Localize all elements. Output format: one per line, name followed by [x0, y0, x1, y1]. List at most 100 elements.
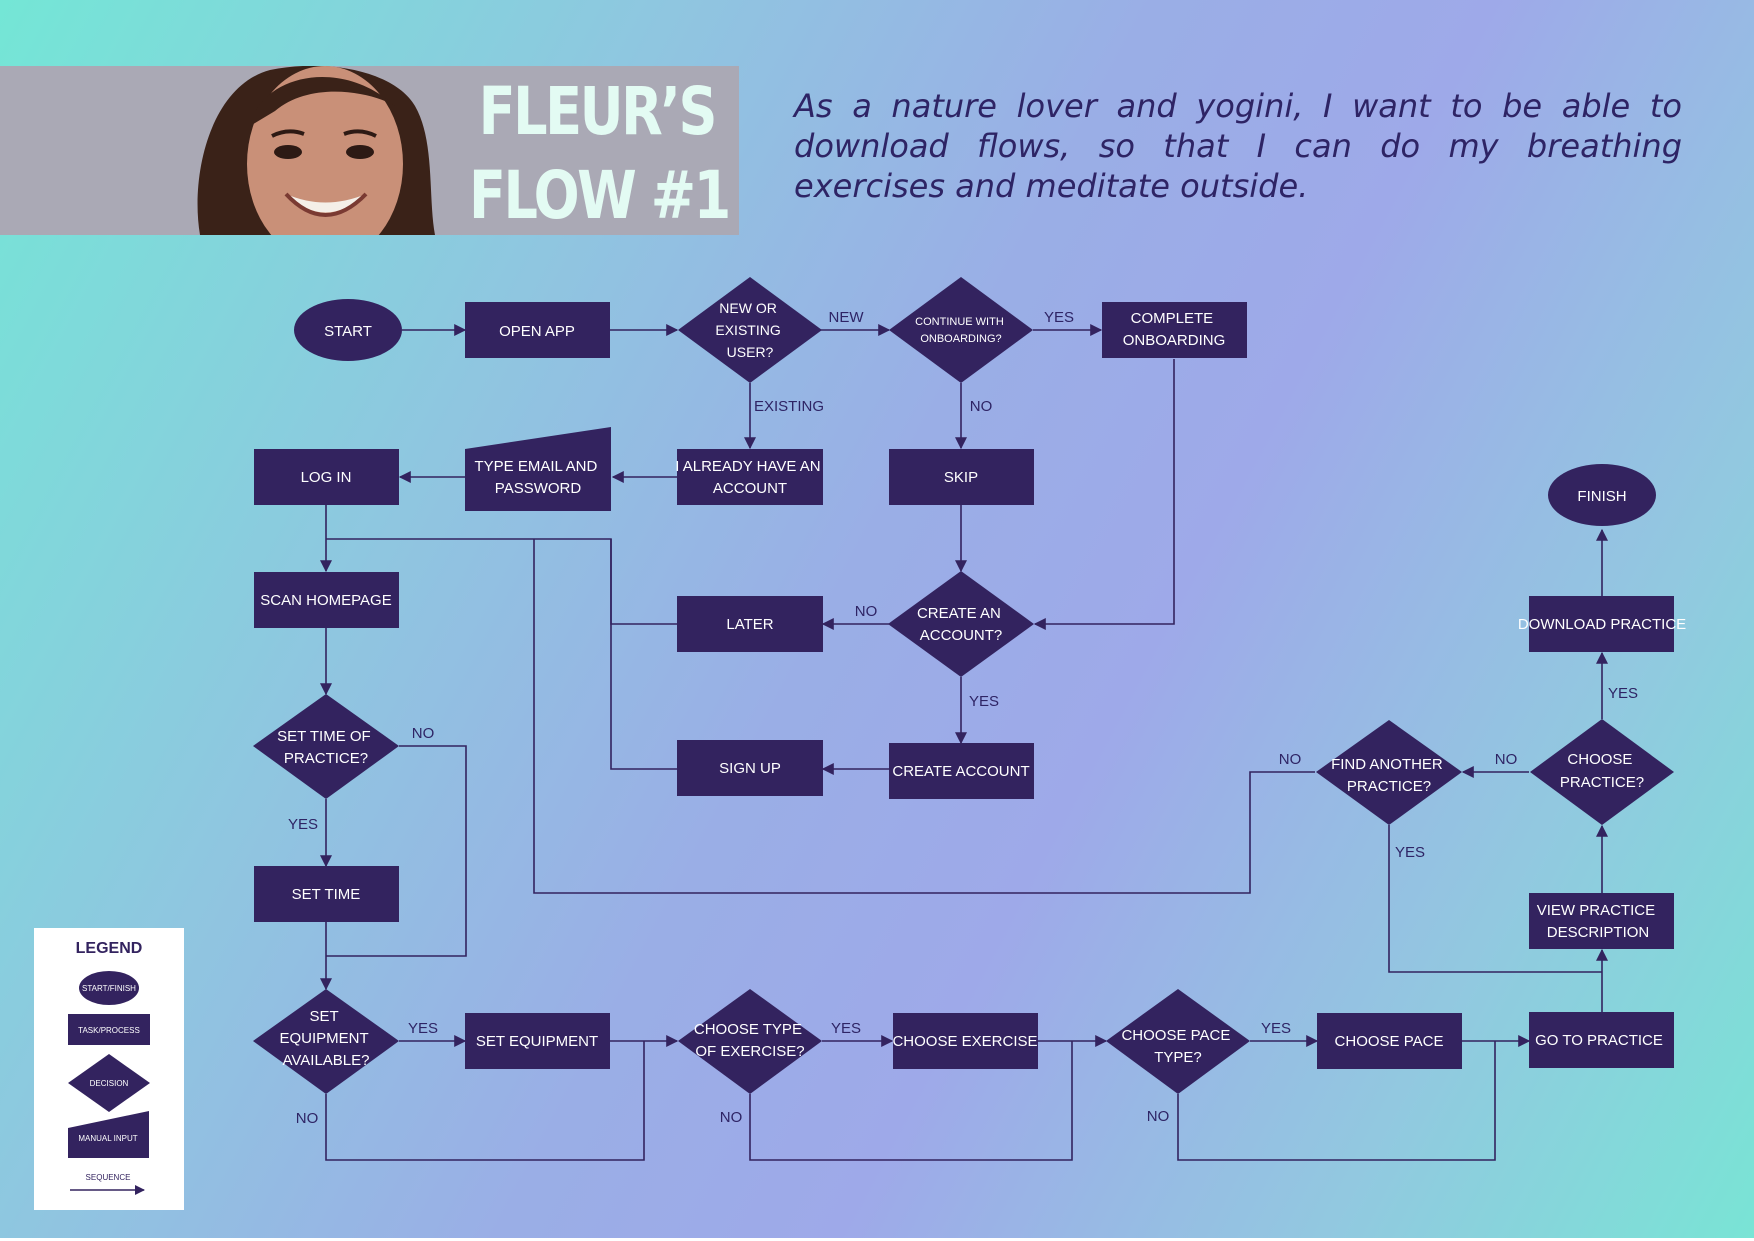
label-yes-create: YES: [969, 693, 999, 710]
node-label: CREATE AN: [917, 605, 1001, 622]
legend-label: START/FINISH: [82, 984, 136, 993]
node-label: AVAILABLE?: [283, 1052, 370, 1069]
node-create-an-account-decision: CREATE AN ACCOUNT?: [888, 571, 1034, 677]
node-choose-exercise: CHOOSE EXERCISE: [892, 1013, 1038, 1069]
svg-text:CREATE AN ACCOUNT?: CREATE AN ACCOUNT?: [917, 605, 1005, 644]
edge-type-no: [749, 1041, 1073, 1161]
edge-find-yes: [1388, 825, 1602, 973]
node-label: CHOOSE PACE: [1121, 1027, 1230, 1044]
edge-signup-scan: [610, 539, 677, 770]
node-label: GO TO PRACTICE: [1535, 1032, 1663, 1049]
legend-sequence: SEQUENCE: [70, 1173, 145, 1195]
node-label: EQUIPMENT: [279, 1030, 368, 1047]
legend-task: TASK/PROCESS: [68, 1014, 150, 1045]
label-existing: EXISTING: [754, 398, 824, 415]
svg-text:FIND ANOTHER PRACTICE?: FIND ANOTHER PRACTICE?: [1331, 756, 1447, 795]
legend-decision: DECISION: [68, 1054, 150, 1112]
svg-text:CHOOSE PRACTICE?: CHOOSE PRACTICE?: [1560, 751, 1644, 791]
node-sign-up: SIGN UP: [677, 740, 823, 796]
node-choose-practice: CHOOSE PRACTICE?: [1530, 719, 1674, 825]
edge-pace-no: [1177, 1041, 1496, 1161]
node-choose-pace: CHOOSE PACE: [1317, 1013, 1462, 1069]
title-line-1: FLEUR’S: [478, 73, 718, 150]
edge-find-no-return: [533, 539, 1315, 894]
node-find-another-practice: FIND ANOTHER PRACTICE?: [1316, 720, 1462, 825]
bottom-border: [0, 1238, 1754, 1241]
node-set-time-decision: SET TIME OF PRACTICE?: [253, 694, 399, 799]
node-view-practice-description: VIEW PRACTICE DESCRIPTION: [1529, 893, 1674, 949]
node-label: SCAN HOMEPAGE: [260, 592, 391, 609]
node-choose-type-decision: CHOOSE TYPE OF EXERCISE?: [678, 989, 822, 1094]
node-label: SET TIME OF: [277, 728, 371, 745]
legend-start-finish: START/FINISH: [79, 971, 139, 1005]
node-label: START: [324, 323, 372, 340]
edge-labels: NEW YES EXISTING NO NO YES NO YES YES NO…: [288, 309, 1638, 1127]
node-label: CONTINUE WITH: [915, 316, 1004, 328]
node-choose-pace-decision: CHOOSE PACE TYPE?: [1106, 989, 1250, 1094]
svg-text:CONTINUE WITH ONBOARDI: CONTINUE WITH ONBOARDING?: [915, 316, 1007, 345]
node-scan-homepage: SCAN HOMEPAGE: [254, 572, 399, 628]
node-continue-onboarding: CONTINUE WITH ONBOARDING?: [889, 277, 1033, 383]
node-label: CHOOSE EXERCISE: [892, 1033, 1037, 1050]
label-no-pace: NO: [1147, 1108, 1170, 1125]
node-download-practice: DOWNLOAD PRACTICE: [1518, 596, 1686, 652]
label-no-settime: NO: [412, 725, 435, 742]
node-already-have-account: I ALREADY HAVE AN ACCOUNT: [675, 449, 823, 505]
node-label: TYPE?: [1154, 1049, 1202, 1066]
node-label: PRACTICE?: [1347, 778, 1431, 795]
label-no-find: NO: [1279, 751, 1302, 768]
header-banner: FLEUR’S FLOW #1: [0, 66, 739, 235]
node-label: PASSWORD: [495, 480, 582, 497]
node-label: OF EXERCISE?: [695, 1043, 804, 1060]
node-label: DESCRIPTION: [1547, 924, 1650, 941]
user-story-quote: As a nature lover and yogini, I want to …: [794, 87, 1682, 205]
label-new: NEW: [829, 309, 865, 326]
node-label: NEW OR: [719, 300, 777, 316]
node-label: ONBOARDING?: [920, 333, 1001, 345]
legend-label: SEQUENCE: [86, 1173, 131, 1182]
legend-label: DECISION: [90, 1079, 129, 1088]
node-label: CHOOSE PACE: [1335, 1033, 1444, 1050]
legend-label: MANUAL INPUT: [78, 1134, 137, 1143]
node-label: CREATE ACCOUNT: [892, 763, 1029, 780]
nodes: START OPEN APP NEW OR EXISTING USER? CON…: [253, 277, 1686, 1094]
node-label: ACCOUNT: [713, 480, 787, 497]
label-yes-download: YES: [1608, 685, 1638, 702]
node-label: CHOOSE TYPE: [694, 1021, 802, 1038]
node-set-equipment-decision: SET EQUIPMENT AVAILABLE?: [253, 989, 399, 1094]
node-label: COMPLETE: [1131, 310, 1214, 327]
node-label: SET: [309, 1008, 338, 1025]
label-no-type: NO: [720, 1109, 743, 1126]
title-line-2: FLOW #1: [469, 157, 731, 234]
node-label: SET EQUIPMENT: [476, 1033, 598, 1050]
label-yes-find: YES: [1395, 844, 1425, 861]
node-type-email-password: TYPE EMAIL AND PASSWORD: [465, 427, 611, 511]
node-create-account: CREATE ACCOUNT: [889, 743, 1034, 799]
node-complete-onboarding: COMPLETE ONBOARDING: [1102, 302, 1247, 358]
label-no-onboarding: NO: [970, 398, 993, 415]
svg-text:CHOOSE TYPE OF EXERCIS: CHOOSE TYPE OF EXERCISE?: [694, 1021, 806, 1060]
node-label: USER?: [727, 344, 774, 360]
node-finish: FINISH: [1548, 464, 1656, 526]
node-label: LOG IN: [301, 469, 352, 486]
node-label: EXISTING: [715, 322, 780, 338]
node-label: LATER: [726, 616, 773, 633]
node-label: OPEN APP: [499, 323, 575, 340]
node-label: TYPE EMAIL AND: [475, 458, 598, 475]
edge-settime-no: [326, 745, 467, 957]
label-yes-type: YES: [831, 1020, 861, 1037]
label-no-create: NO: [855, 603, 878, 620]
label-yes-equipment: YES: [408, 1020, 438, 1037]
node-label: I ALREADY HAVE AN: [675, 458, 820, 475]
node-label: PRACTICE?: [1560, 774, 1644, 791]
svg-text:CHOOSE PACE TYPE?: CHOOSE PACE TYPE?: [1121, 1027, 1234, 1066]
node-new-or-existing-user: NEW OR EXISTING USER?: [678, 277, 822, 383]
node-label: ACCOUNT?: [920, 627, 1003, 644]
node-go-to-practice: GO TO PRACTICE: [1529, 1012, 1674, 1068]
legend-graphic: LEGEND START/FINISH TASK/PROCESS DECISIO…: [68, 940, 150, 1195]
edge-complete-create: [1033, 359, 1175, 630]
node-label: SET TIME: [292, 886, 361, 903]
node-label: FIND ANOTHER: [1331, 756, 1443, 773]
svg-text:SET TIME OF PRACTICE?: SET TIME OF PRACTICE?: [277, 728, 375, 767]
